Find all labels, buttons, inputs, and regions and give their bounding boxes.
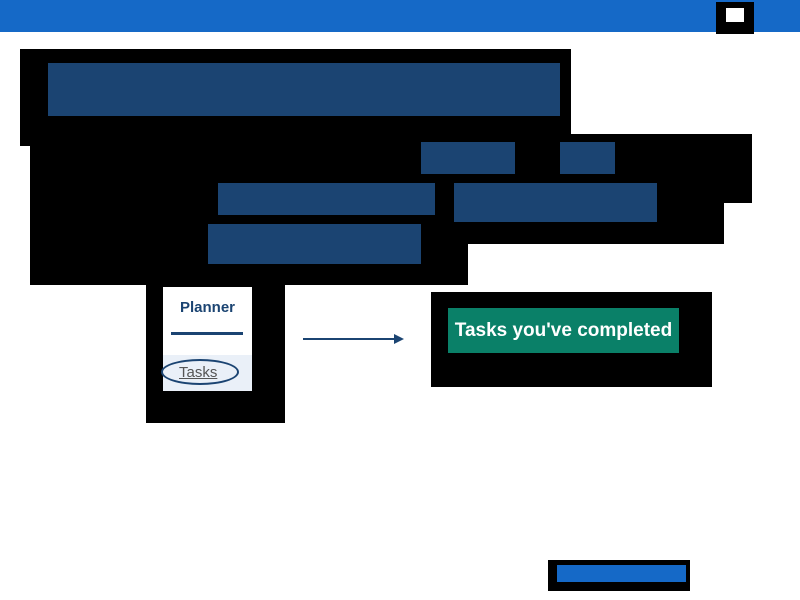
highlight-oval (161, 359, 239, 385)
masked-text-5 (208, 224, 421, 264)
planner-nav: Planner Tasks (161, 287, 252, 391)
masked-text-4 (454, 183, 657, 222)
close-icon (726, 8, 744, 22)
tasks-completed-button[interactable]: Tasks you've completed (448, 308, 679, 353)
masked-text-1 (421, 142, 515, 174)
title-bar (0, 0, 800, 32)
masked-text-2 (560, 142, 615, 174)
bottom-button[interactable] (557, 565, 686, 582)
masked-text-3 (218, 183, 435, 215)
masked-heading-bar (48, 63, 560, 116)
active-tab-indicator (171, 332, 243, 335)
tasks-link[interactable]: Tasks (179, 364, 218, 381)
close-button[interactable] (716, 2, 754, 34)
arrow-line (303, 338, 396, 340)
arrow-right-icon (394, 334, 404, 344)
nav-item-tasks[interactable]: Tasks (161, 355, 252, 391)
planner-title[interactable]: Planner (179, 299, 236, 316)
